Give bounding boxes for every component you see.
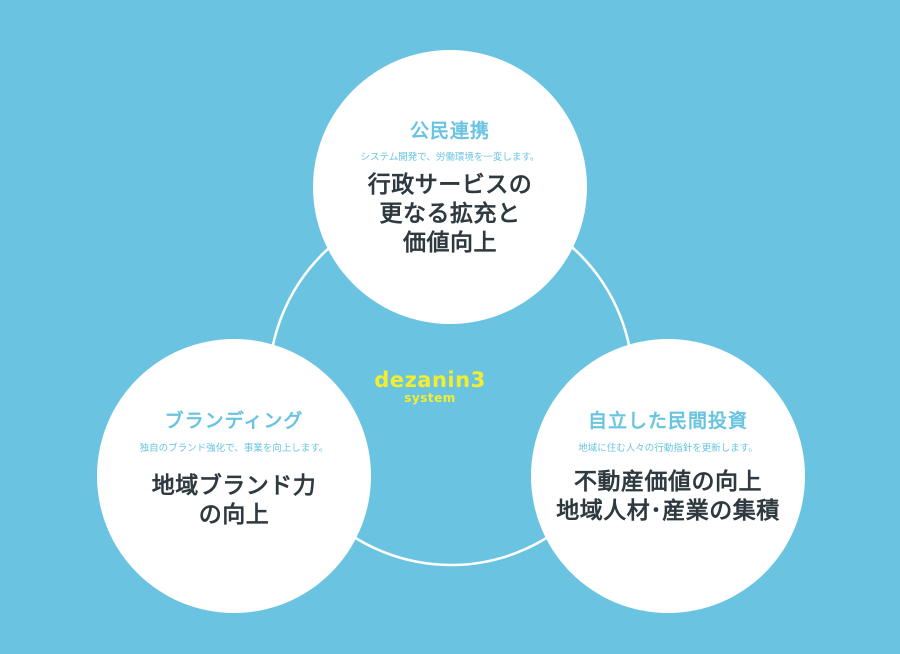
brand-name: dezanin3 [374, 368, 486, 392]
node-description-line: 不動産価値の向上 [574, 469, 762, 495]
node-description: 行政サービスの 更なる拡充と 価値向上 [313, 171, 587, 258]
node-title: 公民連携 [409, 120, 490, 142]
node-description-line: 地域ブランド力 [151, 473, 317, 499]
node-branding: ブランディング 独自のブランド強化で、事業を向上します。 地域ブランド力 の向上 [97, 339, 371, 613]
node-description: 地域ブランド力 の向上 [97, 472, 371, 530]
center-brand-logo: dezanin3 system [370, 368, 490, 405]
node-subtitle: 地域に住む人々の行動指針を更新します。 [578, 443, 758, 454]
node-description-line: 地域人材･産業の集積 [556, 498, 780, 524]
node-description-line: 価値向上 [403, 230, 497, 256]
node-description-line: の向上 [198, 502, 270, 528]
node-public-private-partnership: 公民連携 システム開発で、労働環境を一変します。 行政サービスの 更なる拡充と … [313, 50, 587, 324]
node-title: 自立した民間投資 [587, 410, 748, 432]
node-description: 不動産価値の向上 地域人材･産業の集積 [531, 468, 805, 526]
node-title: ブランディング [164, 410, 304, 432]
node-private-investment: 自立した民間投資 地域に住む人々の行動指針を更新します。 不動産価値の向上 地域… [531, 339, 805, 613]
node-subtitle: システム開発で、労働環境を一変します。 [360, 152, 540, 163]
brand-subtitle: system [404, 391, 456, 405]
node-subtitle: 独自のブランド強化で、事業を向上します。 [139, 443, 329, 454]
node-description-line: 更なる拡充と [379, 201, 521, 227]
node-description-line: 行政サービスの [367, 172, 533, 198]
